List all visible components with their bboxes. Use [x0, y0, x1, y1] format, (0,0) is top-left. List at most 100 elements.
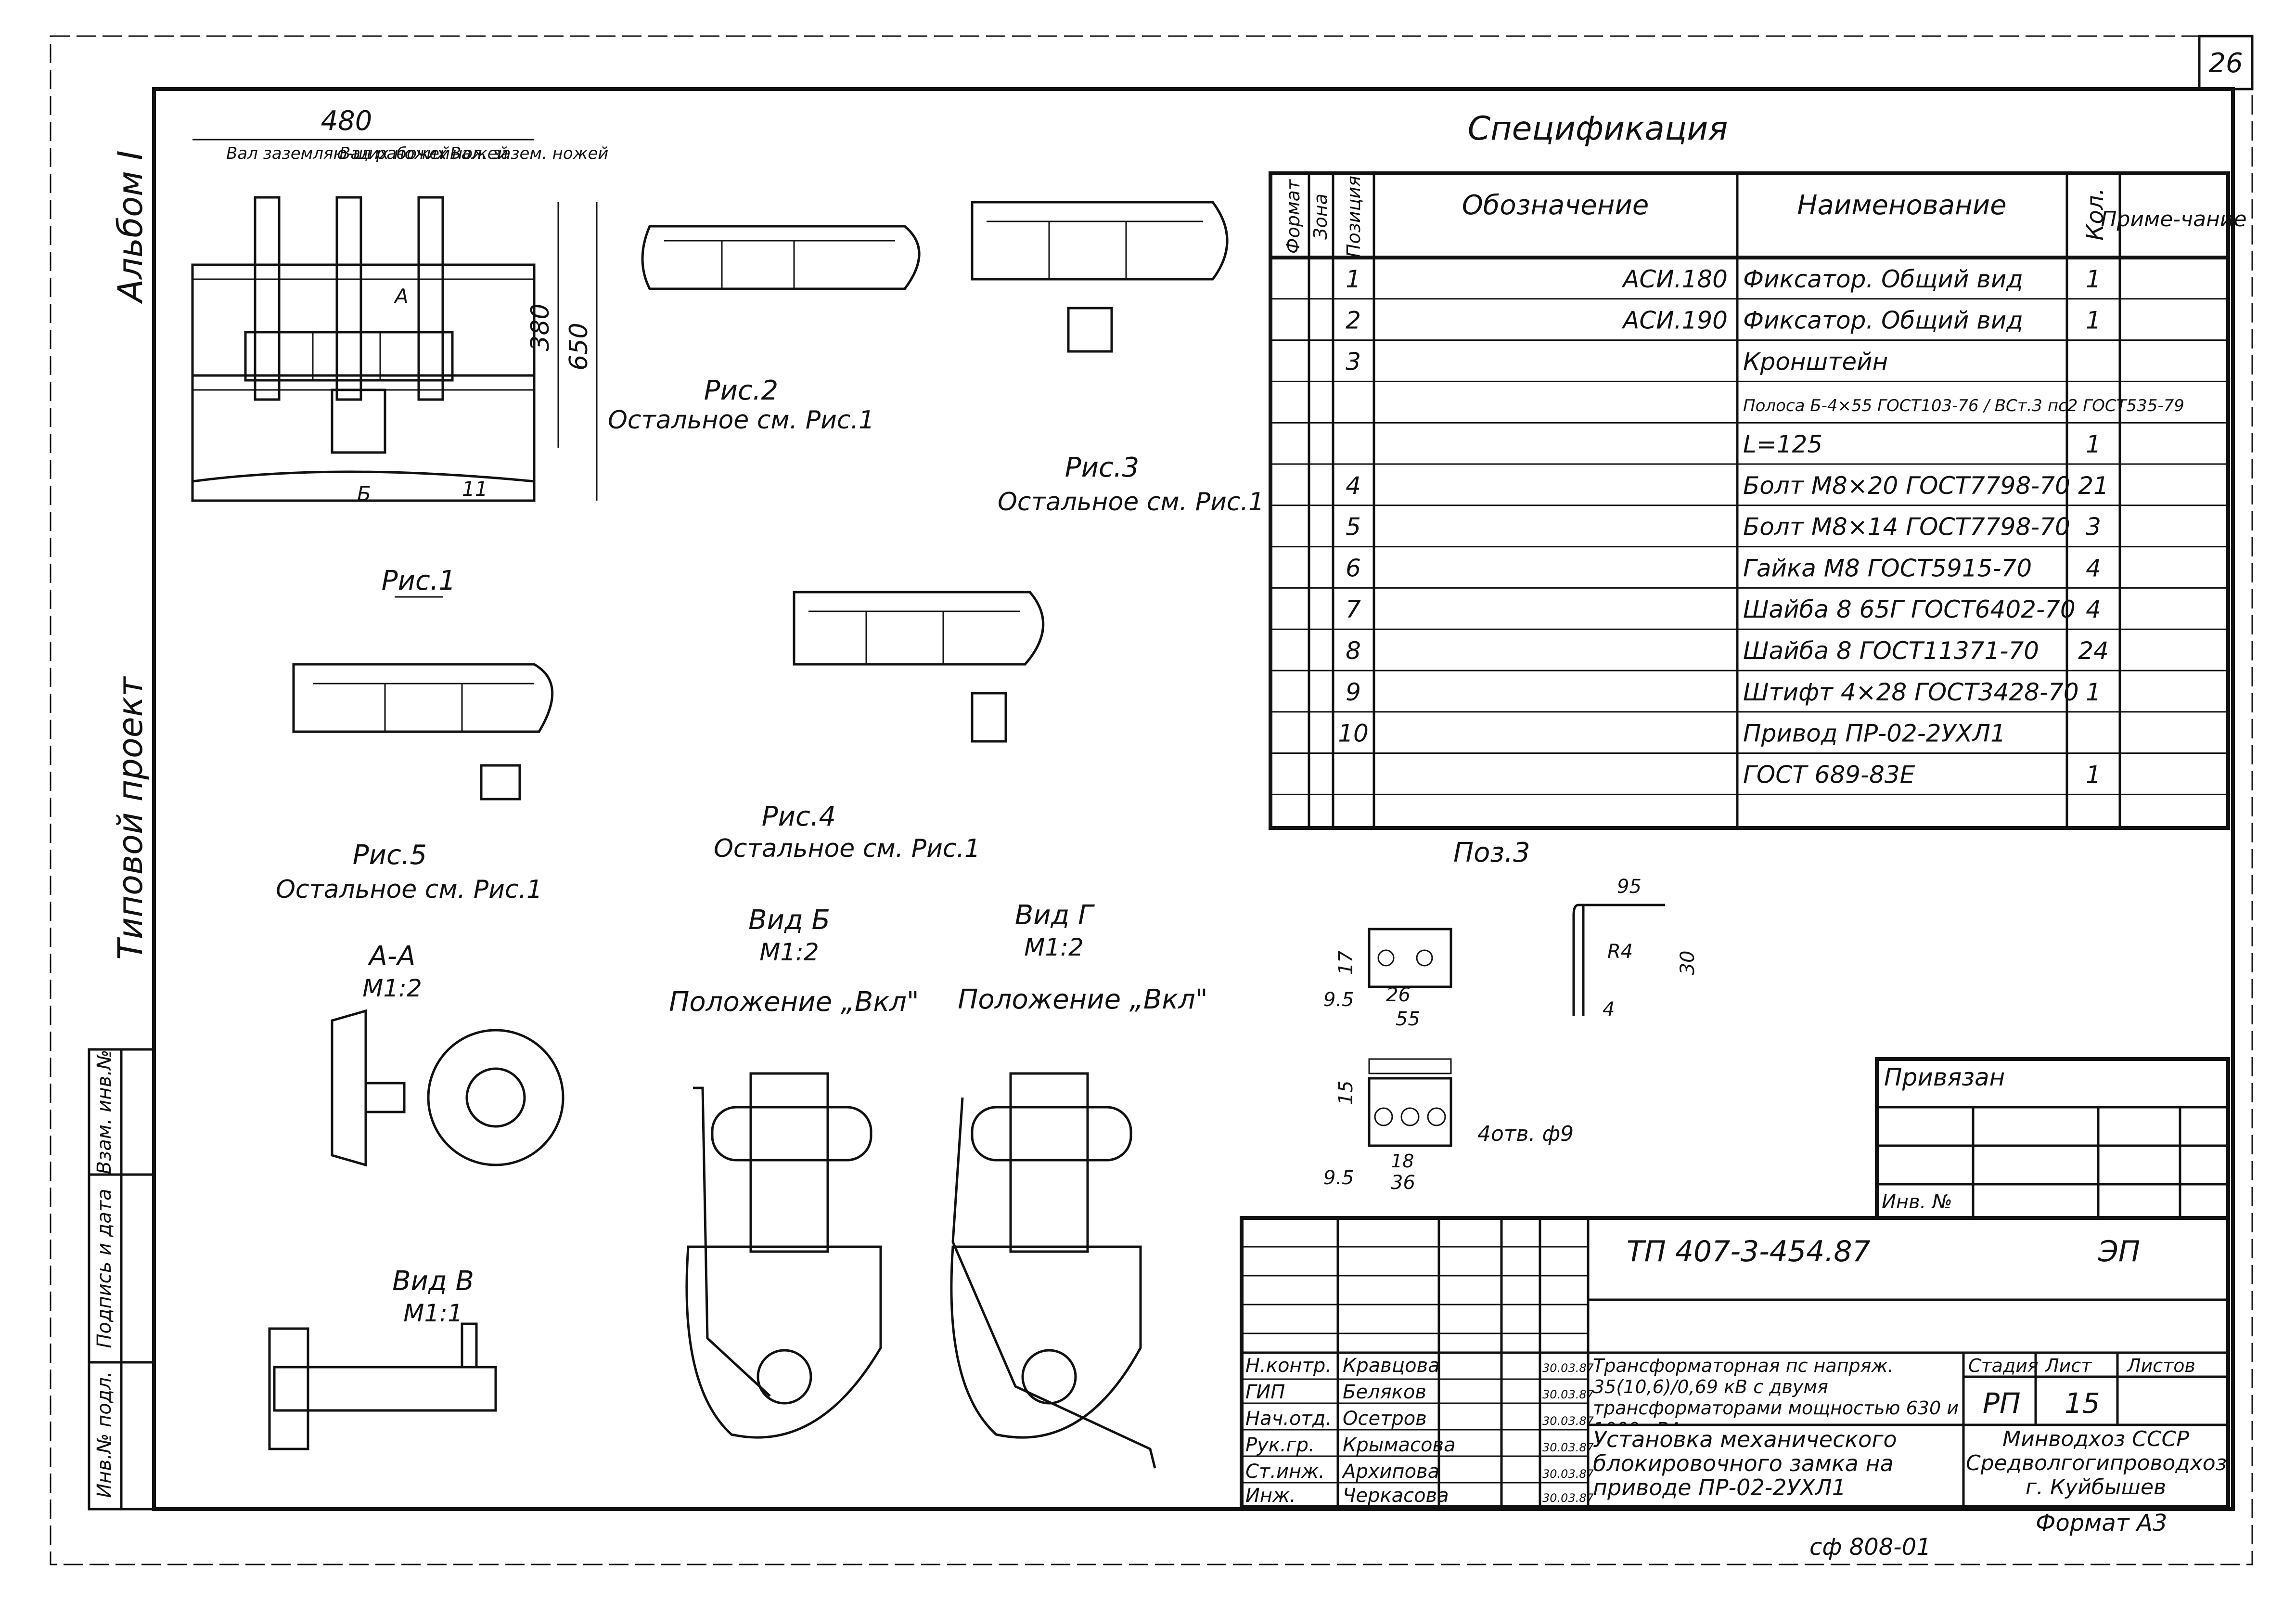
poz3-d17: 17 [1335, 950, 1357, 975]
spec-cell-qty: 4 [2086, 554, 2101, 582]
spec-cell-qty: 1 [2086, 307, 2101, 335]
hdr-zone: Зона [1310, 194, 1331, 240]
spec-cell-pos: 6 [1346, 554, 1361, 582]
tb-date: 30.03.87 [1542, 1467, 1594, 1481]
org-fo: Минводхоз СССР Средволгогипроводхоз г. К… [1966, 1427, 2226, 1500]
stamp-vzam: Взам. инв.№ [93, 1050, 115, 1175]
stamp-podpis: Подпись и дата [93, 1189, 115, 1348]
spec-cell-pos: 1 [1346, 265, 1361, 293]
fig3-caption: Рис.3 [1065, 452, 1139, 483]
spec-cell-name: Привод ПР-02-2УХЛ1 [1743, 720, 2006, 748]
spec-cell-name: Фиксатор. Общий вид [1743, 307, 2023, 335]
poz3-d15: 15 [1335, 1081, 1357, 1105]
spec-cell-pos: 4 [1346, 472, 1361, 500]
poz3-d18: 18 [1391, 1151, 1414, 1172]
view-b-scale: М1:2 [759, 938, 819, 966]
view-g-scale: М1:2 [1024, 933, 1084, 961]
fig2: Рис.2 Остальное см. Рис.1 [608, 225, 921, 435]
fig4-note: Остальное см. Рис.1 [714, 834, 980, 863]
poz3-d95c: 9.5 [1323, 1167, 1354, 1189]
view-g-position: Положение „Вкл" [958, 984, 1207, 1015]
tb-name: Беляков [1343, 1381, 1426, 1403]
fig4: Рис.4 Остальное см. Рис.1 [714, 591, 1045, 863]
hdr-designation: Обозначение [1462, 190, 1649, 221]
sheet-header: Лист [2044, 1355, 2092, 1376]
spec-cell-name: Болт М8×20 ГОСТ7798-70 [1743, 472, 2070, 500]
fig2-note: Остальное см. Рис.1 [608, 406, 874, 435]
description-fo: Трансформаторная пс напряж. 35(10,6)/0,6… [1593, 1355, 1959, 1425]
section-aa: А-А М1:2 [331, 941, 564, 1167]
fig1-assembly: 480 Вал заземляю-щих ножей Вал рабочих н… [191, 105, 608, 598]
shaft-mid-label: Вал рабочих ножей [339, 144, 508, 163]
poz3-d30: 30 [1677, 951, 1699, 975]
fig1-section-a: А [393, 284, 409, 308]
spec-cell-name: Кронштейн [1743, 348, 1888, 375]
spec-title: Спецификация [1468, 110, 1728, 148]
sheets-header: Листов [2126, 1355, 2195, 1376]
section-aa-scale: М1:2 [362, 974, 422, 1002]
view-v: Вид В М1:1 [268, 1266, 497, 1450]
left-stamp: Взам. инв.№ Подпись и дата Инв.№ подл. [88, 1048, 155, 1511]
spec-cell-name: Шайба 8 65Г ГОСТ6402-70 [1743, 595, 2076, 623]
poz3-d36: 36 [1391, 1172, 1415, 1194]
fig5-note: Остальное см. Рис.1 [276, 875, 542, 904]
album-label: Альбом I [111, 150, 150, 304]
poz3-d55: 55 [1396, 1008, 1420, 1030]
tb-role: Инж. [1245, 1485, 1296, 1507]
poz3-d95a: 9.5 [1323, 989, 1354, 1011]
hdr-qty: Кол. [2082, 188, 2109, 240]
view-v-scale: М1:1 [403, 1299, 463, 1327]
spec-cell-pos: 3 [1346, 348, 1361, 375]
stage-value: РП [1983, 1387, 2021, 1420]
spec-cell-qty: 1 [2086, 265, 2101, 293]
spec-cell-pos: 10 [1338, 720, 1369, 748]
dim-480: 480 [321, 105, 372, 137]
fig2-caption: Рис.2 [704, 375, 778, 406]
tb-date: 30.03.87 [1542, 1441, 1594, 1454]
spec-table: Спецификация Формат Зона Позиция Обознач… [1269, 110, 2247, 830]
fig5-caption: Рис.5 [353, 840, 427, 871]
project-section: ЭП [2098, 1235, 2140, 1268]
poz3-d95: 95 [1617, 876, 1642, 898]
fig1-view-b: Б [357, 482, 371, 505]
section-aa-title: А-А [368, 941, 416, 972]
spec-cell-pos: 2 [1346, 307, 1361, 335]
sheet-value: 15 [2065, 1387, 2100, 1420]
shaft-right-label: Вал. зазем. ножей [450, 144, 608, 163]
dim-650: 650 [564, 323, 593, 370]
poz3-holes: 4отв. ф9 [1477, 1122, 1574, 1146]
spec-cell-name: Шайба 8 ГОСТ11371-70 [1743, 637, 2039, 665]
tb-name: Черкасова [1343, 1485, 1449, 1507]
tb-role: Н.контр. [1245, 1355, 1332, 1377]
spec-cell-name: Гайка М8 ГОСТ5915-70 [1743, 554, 2032, 582]
archive-code: сф 808-01 [1809, 1534, 1931, 1561]
poz3: Поз.3 17 9.5 26 55 95 R4 30 4 15 4отв. ф… [1323, 837, 1699, 1194]
spec-cell-name: Полоса Б-4×55 ГОСТ103-76 / ВСт.3 пс2 ГОС… [1743, 396, 2184, 415]
tb-name: Крымасова [1343, 1434, 1456, 1456]
spec-cell-pos: 7 [1346, 595, 1361, 623]
fig4-caption: Рис.4 [762, 801, 836, 832]
spec-cell-qty: 1 [2086, 678, 2101, 706]
format-label: Формат А3 [2036, 1510, 2167, 1537]
view-b-position: Положение „Вкл" [669, 986, 919, 1018]
inv-label: Инв. № [1882, 1191, 1952, 1213]
view-g-title: Вид Г [1015, 900, 1095, 931]
spec-cell-qty: 1 [2086, 761, 2101, 789]
poz3-d4: 4 [1603, 998, 1615, 1021]
spec-cell-name: Штифт 4×28 ГОСТ3428-70 [1743, 678, 2079, 706]
project-code: ТП 407-3-454.87 [1627, 1235, 1871, 1268]
spec-cell-name: ГОСТ 689-83Е [1743, 761, 1915, 789]
spec-cell-qty: 3 [2086, 513, 2101, 541]
shaft-left-label: Вал заземляю-щих ножей [226, 144, 450, 163]
fig3-note: Остальное см. Рис.1 [998, 488, 1264, 517]
view-v-title: Вид В [392, 1266, 474, 1297]
spec-cell-qty: 4 [2086, 595, 2101, 623]
tb-role: Рук.гр. [1245, 1434, 1315, 1456]
fig3: Рис.3 Остальное см. Рис.1 [971, 201, 1264, 517]
spec-cell-designation: АСИ.190 [1621, 307, 1728, 335]
tb-date: 30.03.87 [1542, 1414, 1594, 1428]
project-type-label: Типовой проект [111, 676, 150, 960]
